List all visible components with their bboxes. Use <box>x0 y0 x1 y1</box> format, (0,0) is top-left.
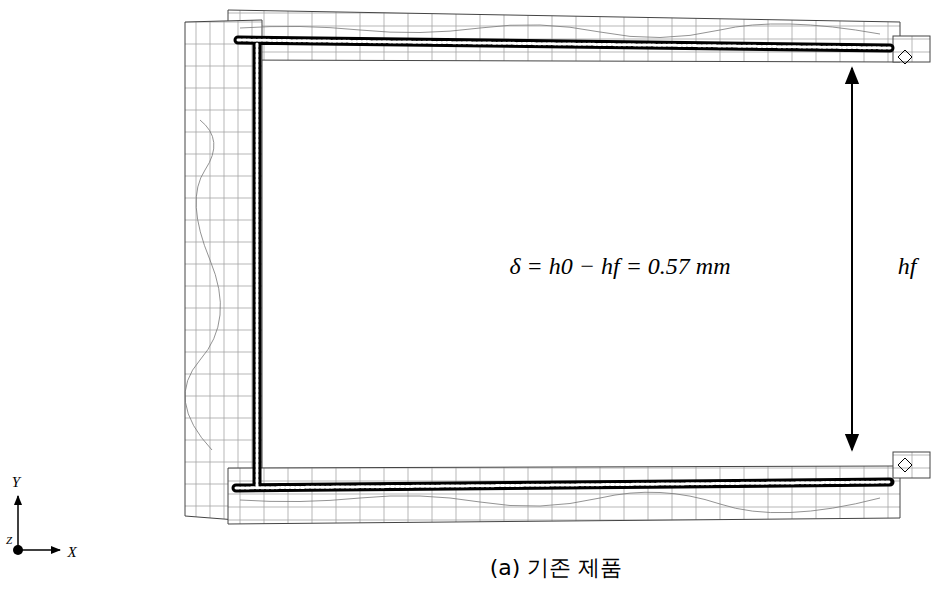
deformed-outline <box>188 14 900 520</box>
shell-elements <box>236 40 890 488</box>
axis-label: X <box>67 544 76 561</box>
axis-label: Y <box>12 474 20 491</box>
axis-triad <box>13 496 60 555</box>
mesh-regions <box>185 10 930 524</box>
contour-lines <box>185 24 880 513</box>
axis-label: Z <box>6 534 12 546</box>
dimension-formula: δ = h0 − hf = 0.57 mm <box>509 253 730 280</box>
figure-caption: (a) 기존 제품 <box>490 553 623 583</box>
dimension-label: hf <box>898 253 917 280</box>
dimension-arrow <box>851 68 853 450</box>
